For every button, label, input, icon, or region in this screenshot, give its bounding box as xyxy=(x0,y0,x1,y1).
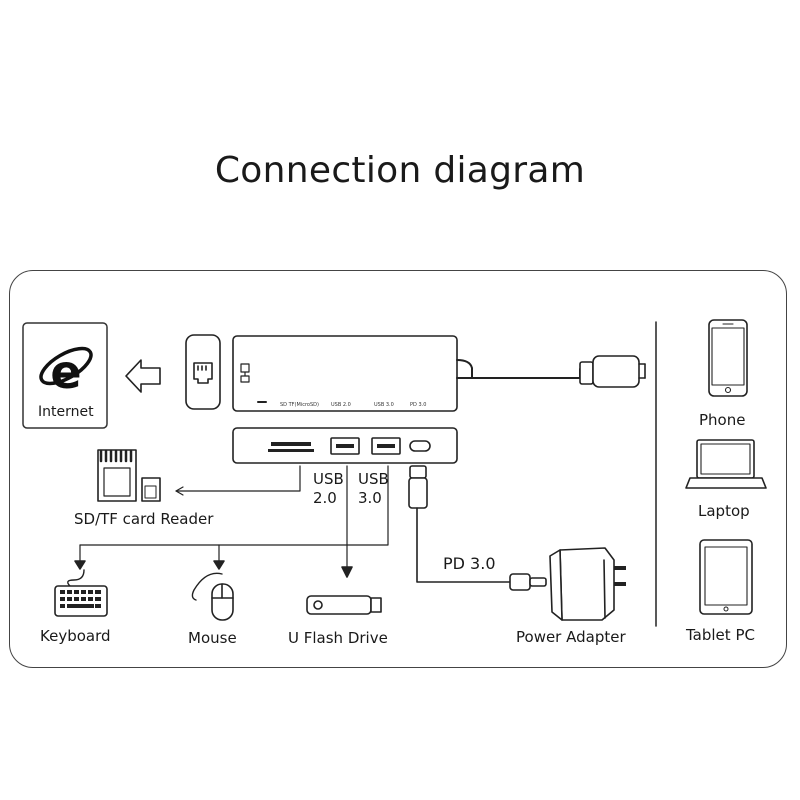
phone-label: Phone xyxy=(699,411,746,429)
pd-label: PD 3.0 xyxy=(443,554,496,573)
card-reader-label: SD/TF card Reader xyxy=(74,510,214,528)
mouse-label: Mouse xyxy=(188,629,237,647)
port-label-pd: PD 3.0 xyxy=(410,402,427,408)
ethernet-icon xyxy=(185,334,221,410)
usb30-label: USB 3.0 xyxy=(358,470,389,508)
usb-flash-icon xyxy=(306,595,382,615)
laptop-label: Laptop xyxy=(698,502,750,520)
page-title: Connection diagram xyxy=(214,150,586,191)
flash-drive-label: U Flash Drive xyxy=(288,629,388,647)
phone-icon xyxy=(708,319,748,397)
keyboard-icon xyxy=(54,569,108,617)
usb20-label-line2: 2.0 xyxy=(313,489,337,507)
internet-explorer-icon: e xyxy=(22,322,108,429)
laptop-icon xyxy=(685,439,767,489)
usb30-label-line1: USB xyxy=(358,470,389,488)
mouse-icon xyxy=(191,572,234,621)
power-adapter-icon xyxy=(549,547,626,621)
port-label-usb20: USB 2.0 xyxy=(331,402,351,408)
usb20-label: USB 2.0 xyxy=(313,470,344,508)
tablet-label: Tablet PC xyxy=(686,626,755,644)
port-label-sd-tf: SD TF(MicroSD) xyxy=(280,402,319,408)
diagram-frame xyxy=(9,270,787,668)
sd-card-icon xyxy=(97,449,161,502)
internet-label: Internet xyxy=(38,404,94,420)
port-label-usb30: USB 3.0 xyxy=(374,402,394,408)
tablet-icon xyxy=(699,539,753,615)
svg-text:e: e xyxy=(50,345,81,399)
usb30-label-line2: 3.0 xyxy=(358,489,382,507)
usb20-label-line1: USB xyxy=(313,470,344,488)
power-adapter-label: Power Adapter xyxy=(516,628,626,646)
keyboard-label: Keyboard xyxy=(40,627,111,645)
